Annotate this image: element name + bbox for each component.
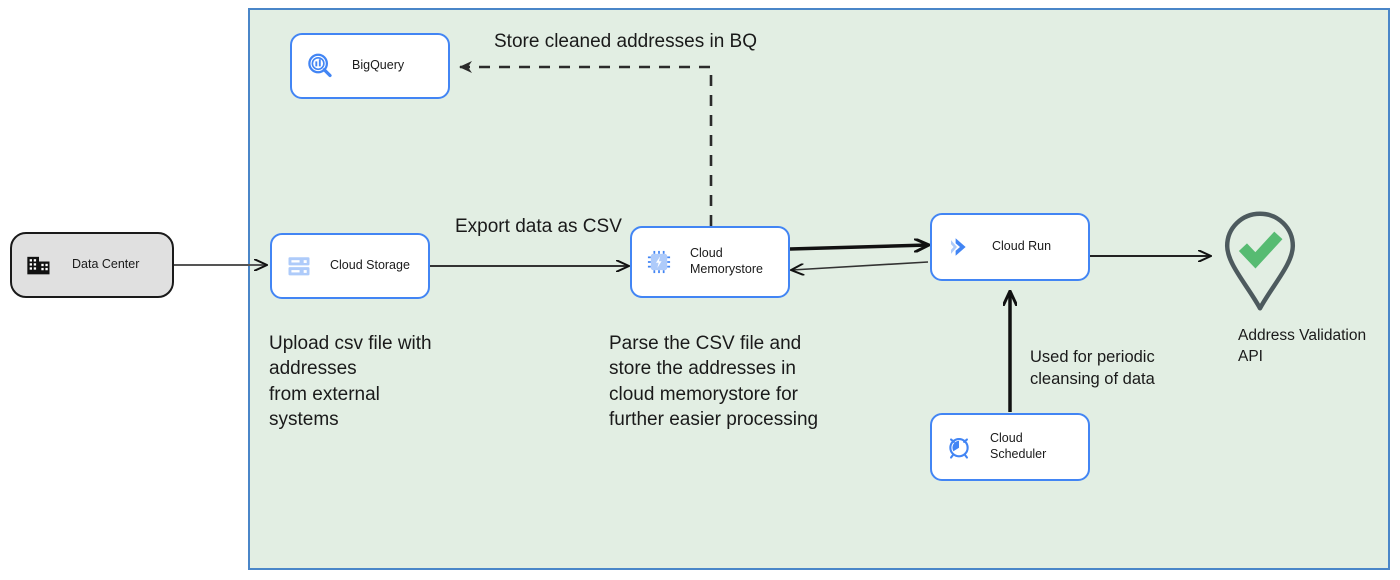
map-pin-check-icon (1224, 211, 1296, 311)
edge-label-store-cleaned-addresses-in-bq: Store cleaned addresses in BQ (494, 31, 757, 52)
node-cloud-scheduler[interactable]: Cloud Scheduler (930, 413, 1090, 481)
data-center-building-icon (24, 250, 54, 280)
cloud-boundary-container (248, 8, 1390, 570)
note-upload-csv: Upload csv file with addresses from exte… (269, 333, 432, 430)
bigquery-magnifier-icon (304, 50, 336, 82)
node-cloud-run[interactable]: Cloud Run (930, 213, 1090, 281)
cloud-storage-bucket-icon (284, 251, 314, 281)
node-cloud-run-label: Cloud Run (992, 239, 1052, 254)
node-cloud-storage[interactable]: Cloud Storage (270, 233, 430, 299)
node-cloud-memorystore[interactable]: Cloud Memorystore (630, 226, 790, 298)
node-address-validation-api[interactable] (1218, 208, 1302, 314)
node-cloud-storage-label: Cloud Storage (330, 258, 410, 273)
node-bigquery[interactable]: BigQuery (290, 33, 450, 99)
node-cloud-scheduler-label: Cloud Scheduler (990, 431, 1047, 461)
edge-label-export-data-as-csv: Export data as CSV (455, 216, 622, 237)
cloud-memorystore-chip-icon (644, 247, 674, 277)
note-scheduler-periodic-cleansing: Used for periodic cleansing of data (1030, 348, 1155, 388)
node-data-center-label: Data Center (72, 257, 140, 272)
cloud-run-chevron-icon (944, 231, 976, 263)
node-bigquery-label: BigQuery (352, 58, 405, 73)
node-address-validation-api-label: Address Validation API (1238, 327, 1367, 365)
note-parse-csv: Parse the CSV file and store the address… (609, 333, 819, 430)
node-data-center[interactable]: Data Center (10, 232, 174, 298)
node-cloud-memorystore-label: Cloud Memorystore (690, 246, 763, 276)
cloud-scheduler-alarm-clock-icon (944, 432, 974, 462)
